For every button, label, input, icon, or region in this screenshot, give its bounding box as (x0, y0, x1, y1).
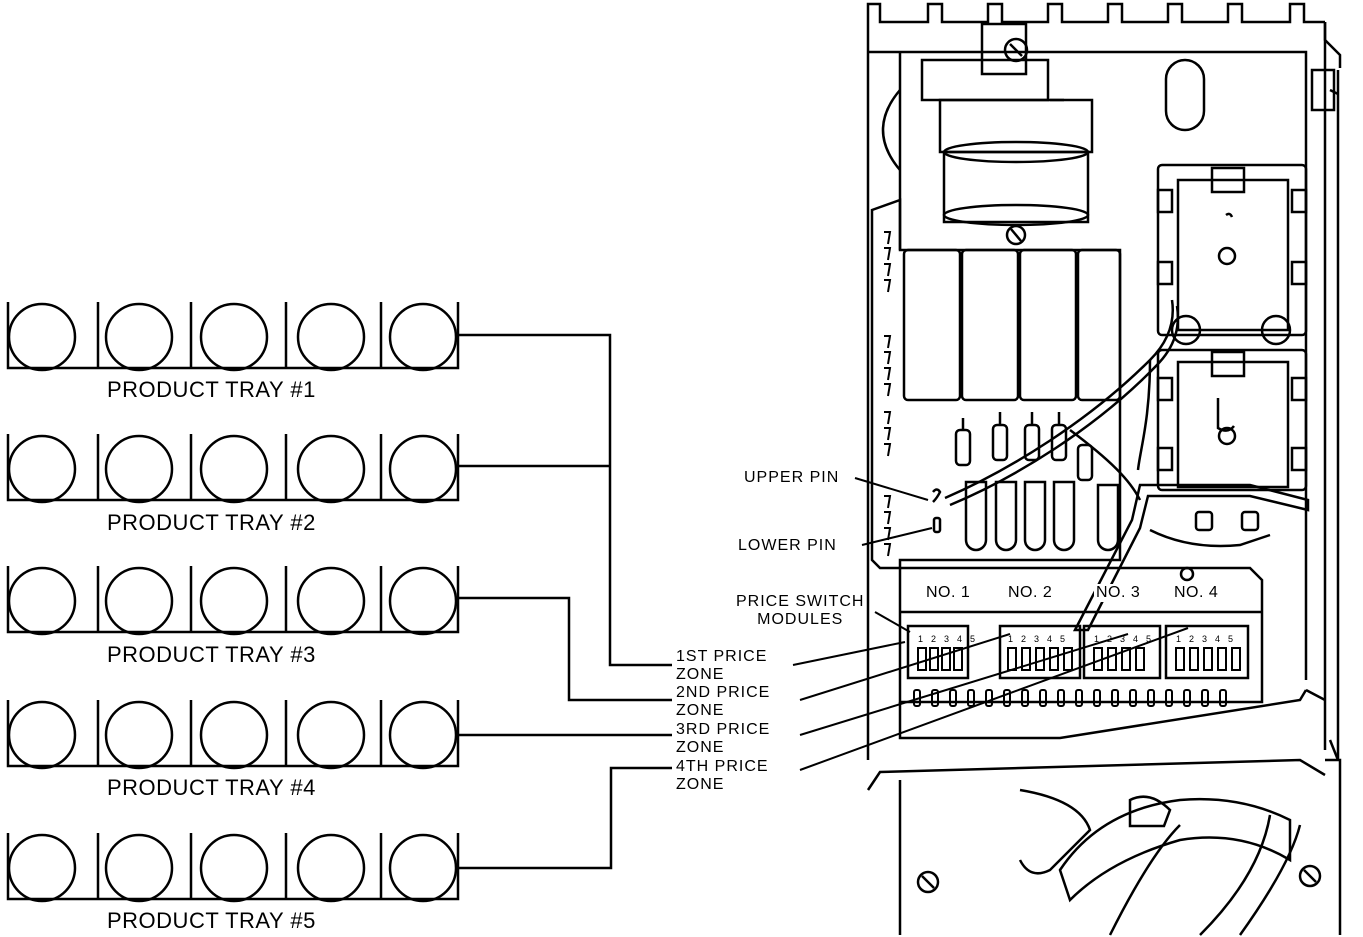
switch-number: 5 (1060, 634, 1065, 644)
product-tray-3-label: PRODUCT TRAY #3 (107, 642, 316, 667)
switch-number: 2 (1107, 634, 1112, 644)
switch-number: 3 (1202, 634, 1207, 644)
switch-number: 5 (970, 634, 975, 644)
product-tray-1-label: PRODUCT TRAY #1 (107, 377, 316, 402)
product-tray-5 (6, 833, 460, 903)
switch-number: 4 (1215, 634, 1220, 644)
switch-number: 5 (1146, 634, 1151, 644)
switch-number: 3 (1034, 634, 1039, 644)
product-tray-1 (6, 302, 460, 372)
product-tray-5-label: PRODUCT TRAY #5 (107, 908, 316, 933)
switch-number: 1 (1176, 634, 1181, 644)
switch-number: 1 (1008, 634, 1013, 644)
switch-number: 4 (957, 634, 962, 644)
switch-number: 3 (944, 634, 949, 644)
switch-number: 5 (1228, 634, 1233, 644)
module-no-3-label: NO. 3 (1094, 584, 1143, 602)
module-no-1-label: NO. 1 (924, 584, 973, 602)
leader-lines (792, 477, 1189, 771)
switch-number: 2 (1189, 634, 1194, 644)
product-tray-3 (6, 566, 460, 636)
product-tray-4 (6, 700, 460, 770)
product-tray-4-label: PRODUCT TRAY #4 (107, 775, 316, 800)
switch-number: 2 (931, 634, 936, 644)
switch-number: 4 (1133, 634, 1138, 644)
switch-number: 1 (918, 634, 923, 644)
switch-number: 1 (1094, 634, 1099, 644)
switch-number: 3 (1120, 634, 1125, 644)
product-tray-2-label: PRODUCT TRAY #2 (107, 510, 316, 535)
module-no-4-label: NO. 4 (1172, 584, 1221, 602)
product-tray-2 (6, 434, 460, 504)
lower-pin-label: LOWER PIN (738, 537, 837, 554)
switch-number: 4 (1047, 634, 1052, 644)
tray-zone-connectors (456, 333, 672, 870)
module-no-2-label: NO. 2 (1006, 584, 1055, 602)
upper-pin-label: UPPER PIN (744, 469, 840, 486)
switch-number: 2 (1021, 634, 1026, 644)
machine-housing (866, 2, 1342, 936)
